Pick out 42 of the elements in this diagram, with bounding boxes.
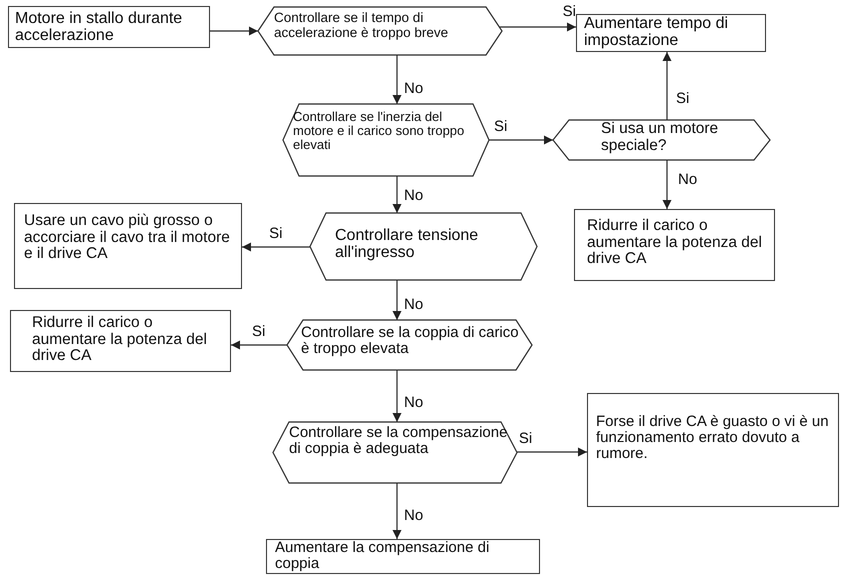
node-text: Ridurre il carico o aumentare la potenza del drive CA	[32, 315, 208, 366]
edge-label: No	[403, 186, 424, 204]
node-text: Aumentare tempo di impostazione	[584, 15, 730, 50]
arrow	[392, 55, 402, 104]
node-text: Forse il drive CA è guasto o vi è un funzionamento errato dovuto a rumore.	[596, 414, 830, 463]
process-box	[266, 539, 540, 574]
node-text: Controllare se l'inerzia del motore e il carico sono troppo elevati	[293, 110, 466, 152]
decision-hexagon	[258, 7, 502, 55]
node-text: Controllare se la compensazione di coppia è adeguata	[289, 425, 508, 458]
node-text: Controllare se il tempo di accelerazione è troppo breve	[274, 11, 450, 40]
process-box	[10, 310, 231, 372]
arrow	[662, 52, 672, 120]
arrow	[392, 176, 402, 213]
arrow	[210, 26, 258, 36]
node-text: Controllare tensione all'ingresso	[335, 227, 480, 262]
arrow	[392, 280, 402, 320]
node-text: Controllare se la coppia di carico è troppo elevata	[301, 325, 520, 358]
decision-hexagon	[553, 120, 770, 160]
node-text: Usare un cavo più grosso o accorciare il cavo tra il motore e il drive CA	[24, 213, 231, 264]
process-box	[576, 14, 766, 52]
decision-hexagon	[310, 213, 537, 280]
node-text: Ridurre il carico o aumentare la potenza del drive CA	[587, 218, 763, 268]
node-text: Aumentare la compensazione di coppia	[275, 540, 490, 572]
arrow	[516, 448, 587, 456]
arrow	[662, 160, 672, 209]
arrow	[489, 136, 553, 144]
node-text: Motore in stallo durante accelerazione	[15, 10, 184, 45]
edge-label: No	[403, 80, 424, 96]
arrow	[392, 370, 402, 422]
arrow	[242, 242, 310, 252]
arrow	[392, 483, 402, 539]
process-box	[574, 209, 775, 281]
process-box	[14, 203, 242, 289]
decision-hexagon	[273, 422, 517, 483]
arrow	[231, 340, 287, 350]
node-text: Si usa un motore speciale?	[601, 121, 720, 154]
process-box	[8, 6, 210, 48]
arrow	[499, 22, 576, 32]
decision-hexagon	[283, 104, 489, 176]
decision-hexagon	[287, 320, 532, 370]
edge-label: No	[677, 170, 698, 188]
process-box	[587, 393, 839, 507]
